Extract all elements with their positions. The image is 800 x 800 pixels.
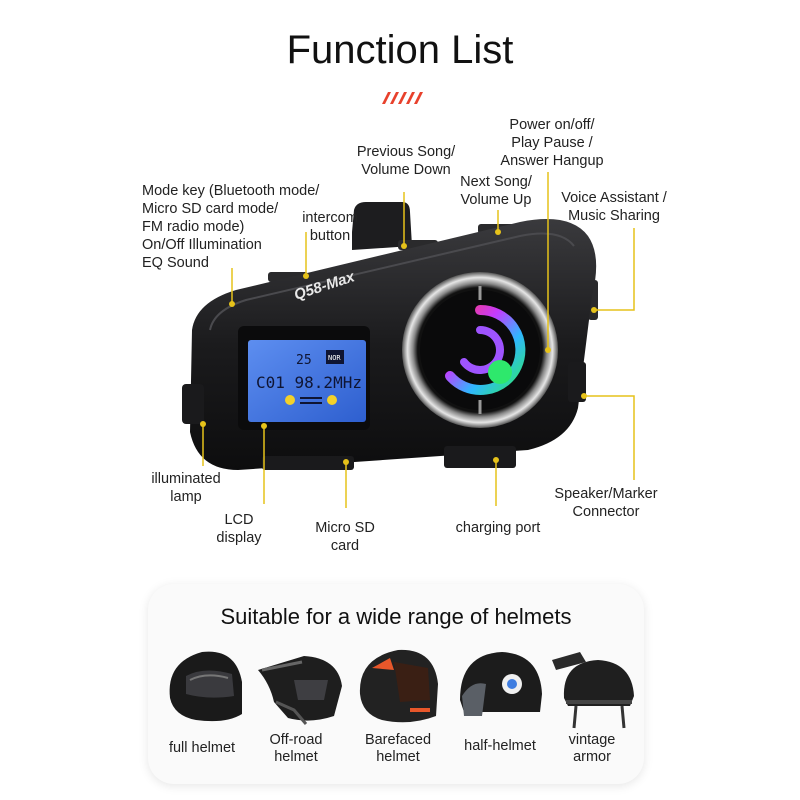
device-diagram: Q58-Max 25 NOR C01 98.2MHz [182, 172, 635, 508]
micro-sd-slot [262, 456, 354, 470]
vintage-helmet-icon [552, 652, 634, 729]
lcd-main-text: C01 98.2MHz [256, 373, 362, 392]
offroad-helmet-icon [258, 656, 342, 725]
light-ring [402, 272, 558, 428]
lcd-display: 25 NOR C01 98.2MHz [238, 326, 370, 430]
lcd-badge-bg [326, 350, 344, 364]
lcd-indicator-icon [327, 395, 337, 405]
label-voice-assistant: Voice Assistant / Music Sharing [561, 190, 667, 224]
label-illuminated-lamp: illuminated lamp [151, 471, 221, 505]
lcd-badge: NOR [328, 354, 341, 362]
helmets-title: Suitable for a wide range of helmets [220, 604, 572, 629]
helmet-label: half-helmet [464, 738, 536, 754]
page-title: Function List [286, 28, 514, 72]
helmet-label: Barefaced helmet [364, 732, 432, 765]
rainbow-logo-icon [445, 304, 526, 395]
illuminated-lamp [182, 384, 204, 424]
label-speaker-connector: Speaker/Marker Connector [554, 486, 658, 520]
label-power: Power on/off/ Play Pause / Answer Hangup [500, 117, 604, 169]
helmet-label: Off-road helmet [269, 732, 323, 765]
label-lcd-display: LCD display [216, 512, 262, 546]
leader-lines [202, 172, 635, 508]
full-helmet-icon [169, 651, 242, 722]
label-next-song: Next Song/ Volume Up [460, 174, 532, 208]
lcd-swap-icon [300, 397, 322, 404]
helmet-label: vintage armor [568, 732, 616, 765]
speaker-connector [568, 362, 586, 402]
label-previous-song: Previous Song/ Volume Down [356, 144, 456, 178]
label-mode-key: Mode key (Bluetooth mode/ Micro SD card … [142, 183, 320, 271]
accent-slashes [382, 92, 423, 104]
helmet-label: full helmet [168, 740, 236, 756]
label-charging-port: charging port [455, 520, 541, 536]
leader-dots [200, 229, 597, 465]
top-clip [352, 202, 412, 250]
label-micro-sd: Micro SD card [315, 520, 375, 554]
lcd-volume: 25 [296, 353, 312, 368]
barefaced-helmet-icon [359, 649, 438, 723]
label-intercom-button: intercom button [302, 210, 358, 244]
half-helmet-icon [460, 652, 542, 716]
lcd-indicator-icon [285, 395, 295, 405]
charging-port [444, 446, 516, 468]
